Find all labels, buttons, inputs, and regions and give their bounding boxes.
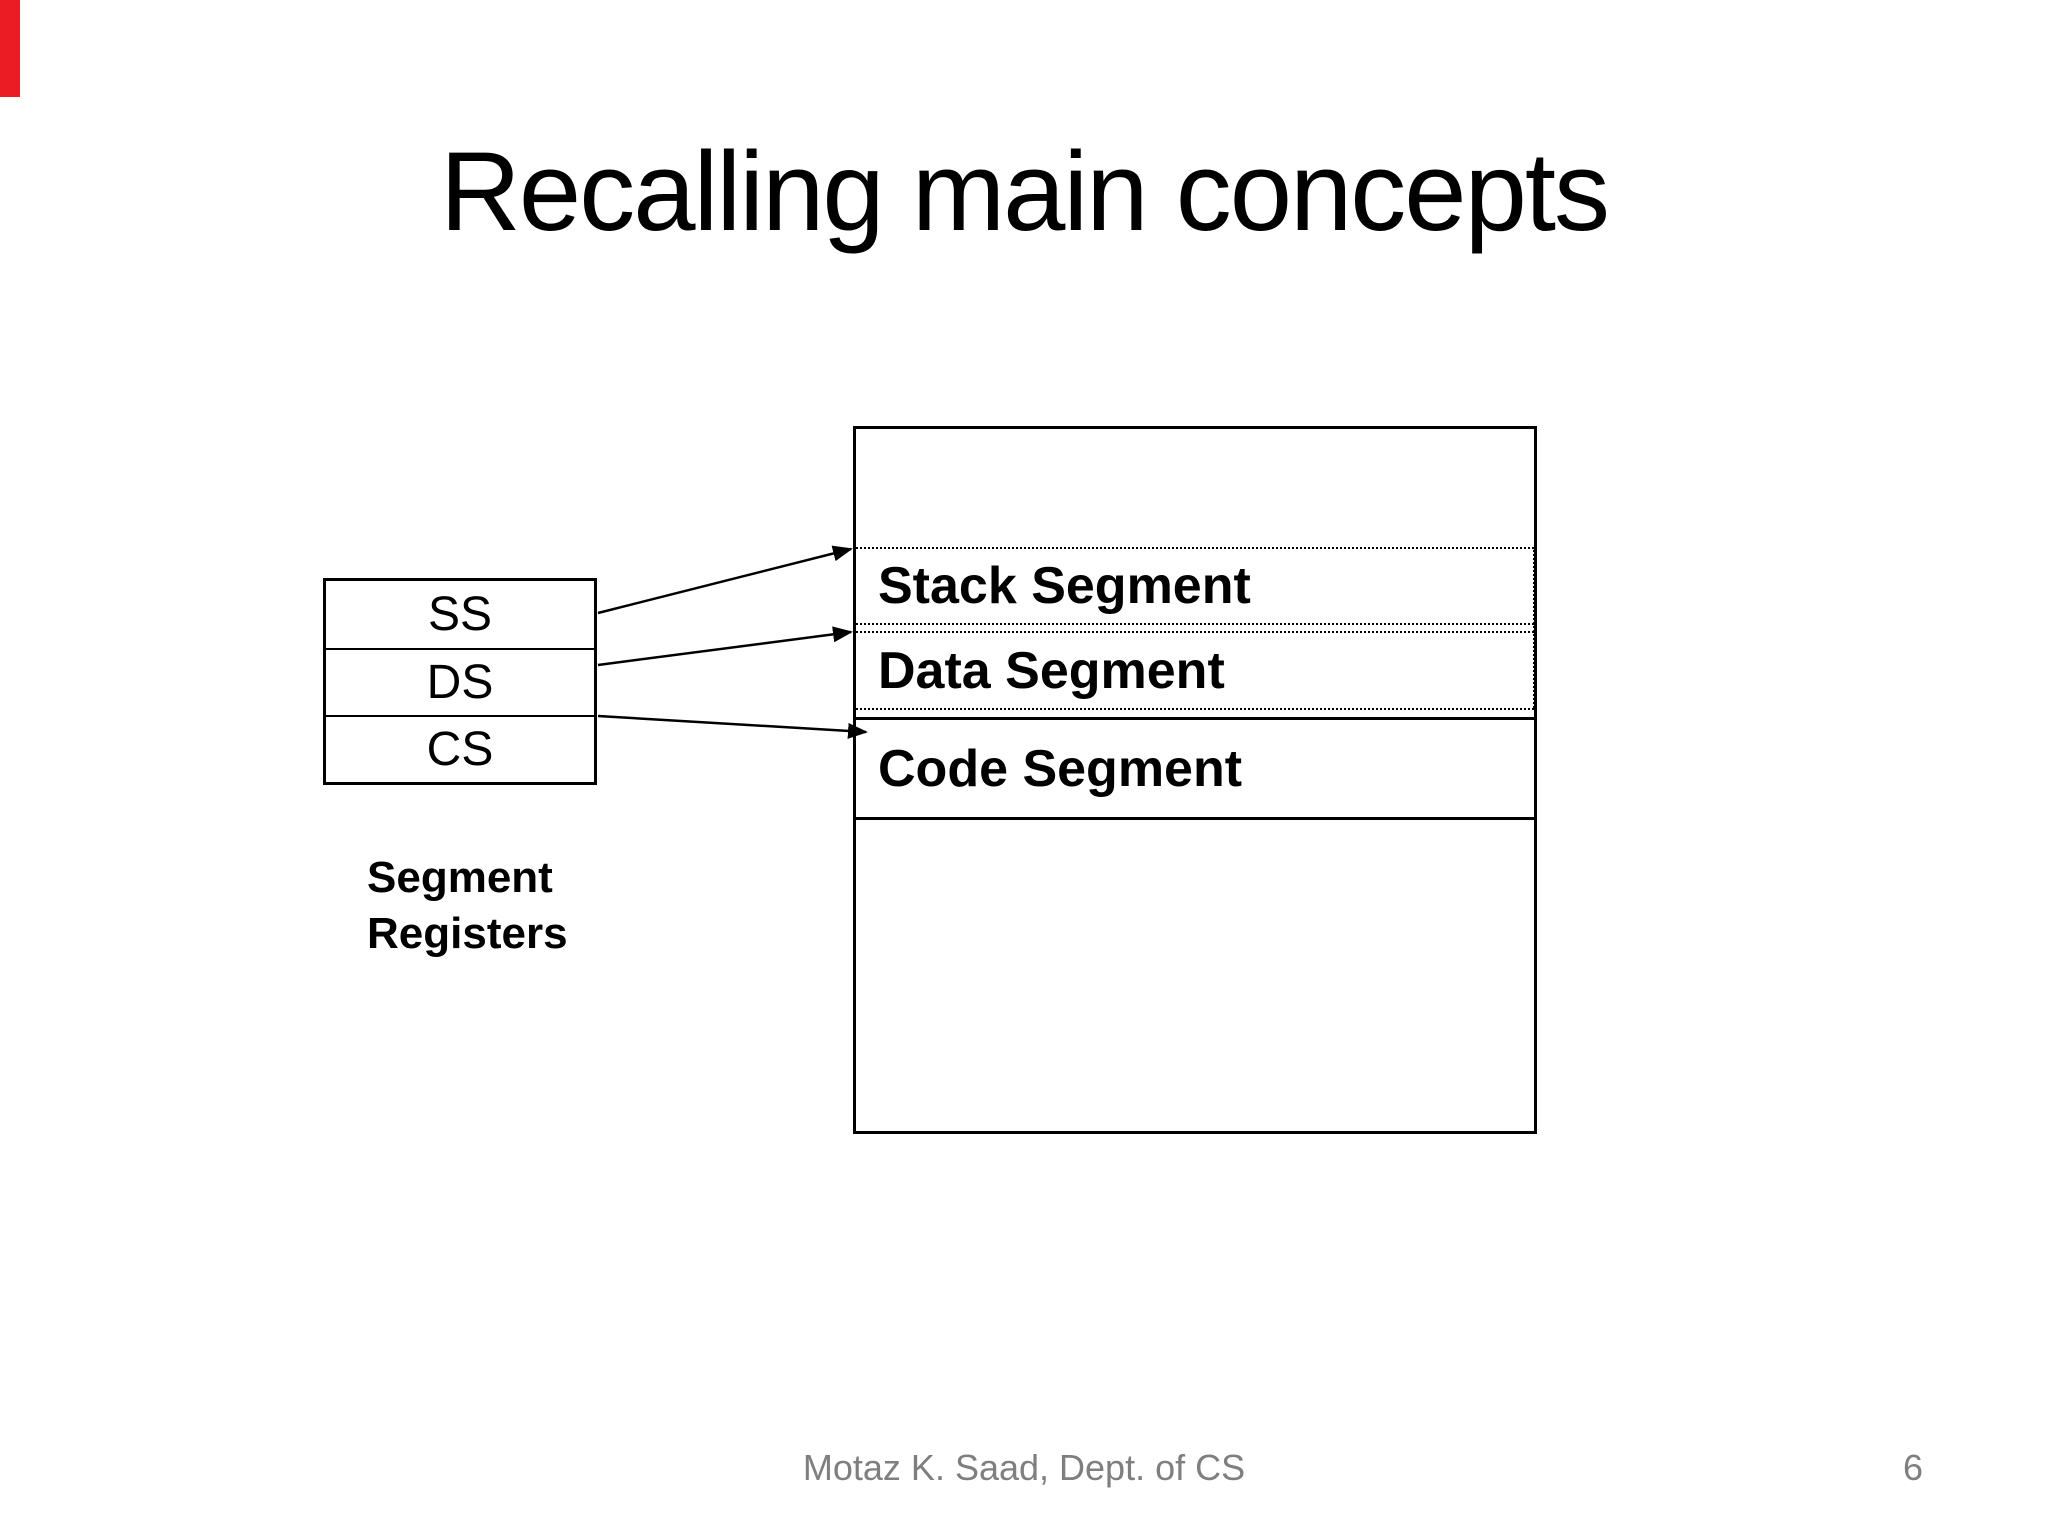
segments-right-dotted-edge — [1533, 547, 1535, 708]
stack-bottom-dotted-line — [856, 623, 1534, 625]
caption-line-1: Segment — [367, 853, 553, 902]
segment-registers-caption: Segment Registers — [367, 850, 568, 962]
code-top-solid-line — [856, 717, 1534, 720]
segment-registers-box: SS DS CS — [323, 578, 597, 785]
page-number: 6 — [1903, 1447, 1924, 1488]
register-cs: CS — [326, 715, 594, 782]
register-ss: SS — [427, 587, 493, 641]
code-bottom-solid-line — [856, 817, 1534, 820]
data-top-dotted-line — [856, 631, 1534, 633]
stack-segment-label: Stack Segment — [878, 557, 1251, 615]
caption-line-2: Registers — [367, 909, 568, 958]
register-ds: DS — [326, 648, 594, 715]
data-bottom-dotted-line — [856, 708, 1534, 710]
arrow-ss-to-stack — [597, 545, 853, 615]
arrow-ds-to-data — [597, 626, 853, 667]
slide-title: Recalling main concepts — [440, 129, 1610, 254]
footer-text: Motaz K. Saad, Dept. of CS — [802, 1447, 1246, 1488]
arrow-cs-to-code — [597, 714, 868, 739]
stack-top-dotted-line — [856, 547, 1534, 549]
memory-box: Stack Segment Data Segment Code Segment — [853, 426, 1537, 1134]
red-accent-bar — [0, 0, 20, 97]
code-segment-label: Code Segment — [878, 739, 1243, 798]
data-segment-label: Data Segment — [878, 641, 1225, 700]
